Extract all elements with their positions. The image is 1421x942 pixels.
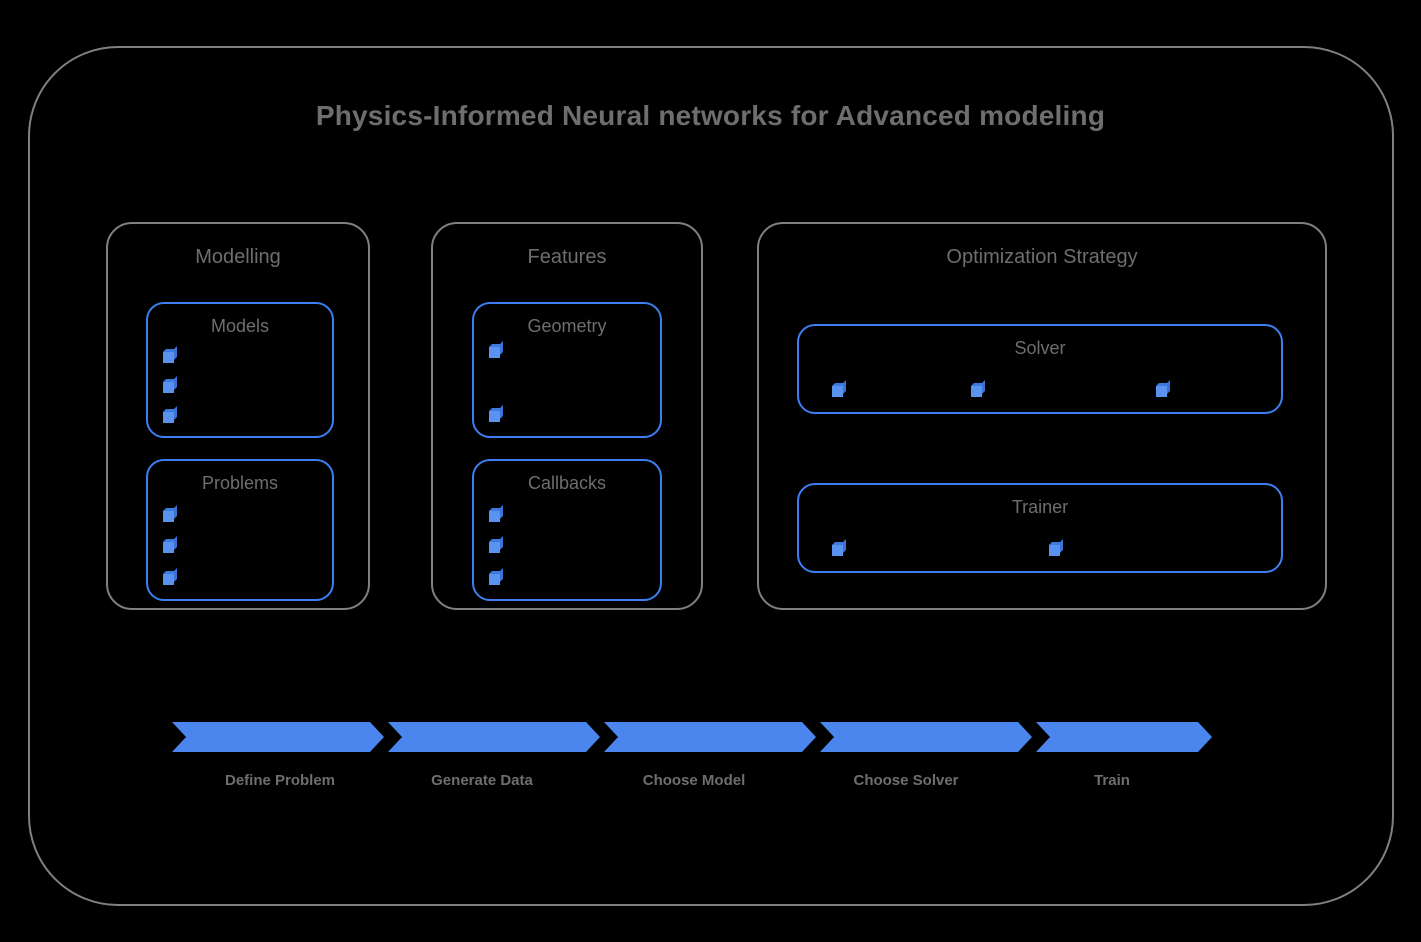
flow-step-arrow[interactable] [388, 722, 600, 752]
cube-icon [489, 536, 503, 553]
group-title-features: Features [527, 246, 607, 268]
cube-icon [163, 346, 177, 363]
cube-icon [832, 380, 846, 397]
sub-box-title-trainer: Trainer [1011, 497, 1069, 517]
cube-icon [163, 376, 177, 393]
group-card-features: Features [431, 222, 703, 610]
cube-icon [489, 341, 503, 358]
cube-icon [163, 568, 177, 585]
flow-step-arrow[interactable] [172, 722, 384, 752]
sub-box-callbacks[interactable]: Callbacks [472, 459, 662, 601]
sub-box-models[interactable]: Models [146, 302, 334, 438]
sub-box-title-models: Models [210, 316, 270, 336]
cube-icon [971, 380, 985, 397]
outer-frame [28, 46, 1394, 906]
sub-box-trainer[interactable]: Trainer [797, 483, 1283, 573]
cube-icon [832, 539, 846, 556]
group-title-modelling: Modelling [195, 246, 281, 268]
flow-step-label-define-problem: Define Problem [224, 772, 336, 789]
flow-step-label-choose-model: Choose Model [642, 772, 746, 789]
group-title-optimization-strategy: Optimization Strategy [946, 246, 1138, 268]
cube-icon [163, 406, 177, 423]
sub-box-solver[interactable]: Solver [797, 324, 1283, 414]
cube-icon [489, 505, 503, 522]
group-card-modelling: Modelling [106, 222, 370, 610]
cube-icon [1049, 539, 1063, 556]
page-title: Physics-Informed Neural networks for Adv… [315, 100, 1106, 131]
sub-box-title-solver: Solver [1014, 338, 1066, 358]
cube-icon [1156, 380, 1170, 397]
cube-icon [163, 536, 177, 553]
process-flow-band [172, 722, 1212, 752]
sub-box-problems[interactable]: Problems [146, 459, 334, 601]
sub-box-geometry[interactable]: Geometry [472, 302, 662, 438]
sub-box-title-callbacks: Callbacks [527, 473, 607, 493]
cube-icon [489, 405, 503, 422]
sub-box-title-problems: Problems [201, 473, 279, 493]
flow-step-arrow[interactable] [604, 722, 816, 752]
flow-step-label-generate-data: Generate Data [431, 772, 533, 789]
flow-step-arrow[interactable] [820, 722, 1032, 752]
sub-box-title-geometry: Geometry [527, 316, 607, 336]
group-card-optimization-strategy: Optimization Strategy [757, 222, 1327, 610]
flow-step-label-train: Train [1094, 772, 1130, 789]
flow-step-label-choose-solver: Choose Solver [853, 772, 959, 789]
cube-icon [489, 568, 503, 585]
cube-icon [163, 505, 177, 522]
flow-step-arrow[interactable] [1036, 722, 1212, 752]
